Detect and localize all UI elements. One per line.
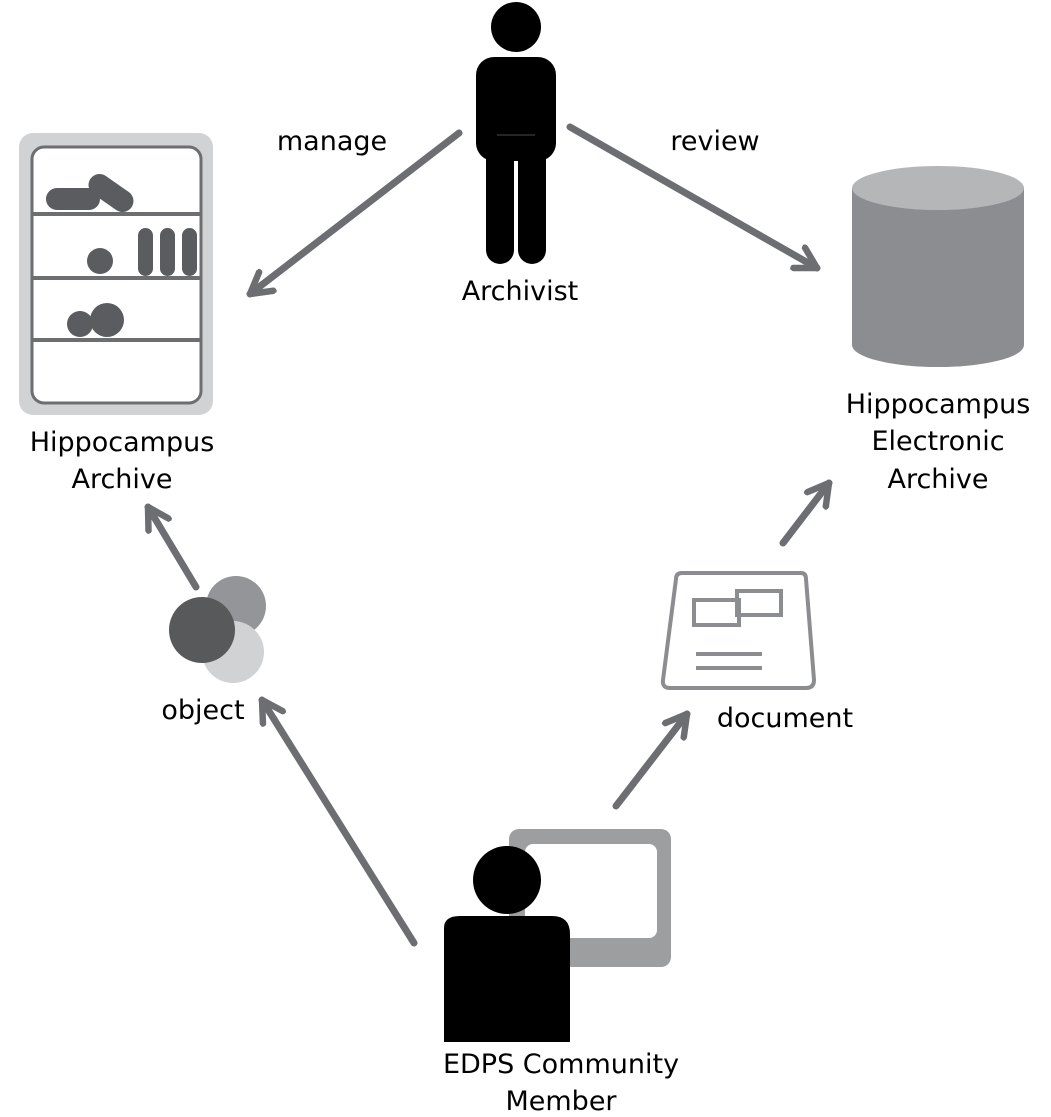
community-member-person-icon: [444, 846, 570, 1042]
manage-arrow: [246, 129, 463, 298]
object-label: object: [161, 695, 244, 726]
hippocampus-archive-label-line2: Archive: [71, 464, 172, 495]
review-arrow: [566, 123, 821, 272]
arrows: [144, 123, 833, 947]
community-member-label-line1: EDPS Community: [443, 1049, 679, 1080]
member-to-object-arrow: [258, 696, 418, 947]
document-to-electronic-archive-arrow: [779, 479, 833, 547]
member-to-document-arrow: [612, 710, 691, 810]
electronic-archive-label-line1: Hippocampus: [846, 389, 1031, 420]
database-cylinder-icon: [852, 166, 1024, 367]
archivist-person-icon: [476, 2, 556, 264]
electronic-archive-label-line2: Electronic: [871, 426, 1004, 457]
document-icon: [660, 571, 817, 690]
object-circles-icon: [169, 576, 266, 683]
manage-label: manage: [277, 126, 387, 157]
archivist-label: Archivist: [462, 276, 579, 307]
archive-cabinet-icon: [19, 133, 213, 415]
object-to-archive-arrow: [144, 503, 200, 591]
document-label: document: [717, 703, 853, 734]
electronic-archive-label-line3: Archive: [887, 464, 988, 495]
hippocampus-archive-label-line1: Hippocampus: [30, 427, 215, 458]
labels: manage review Archivist Hippocampus Arch…: [30, 126, 1031, 1117]
community-member-label-line2: Member: [505, 1086, 617, 1117]
review-label: review: [670, 126, 759, 157]
